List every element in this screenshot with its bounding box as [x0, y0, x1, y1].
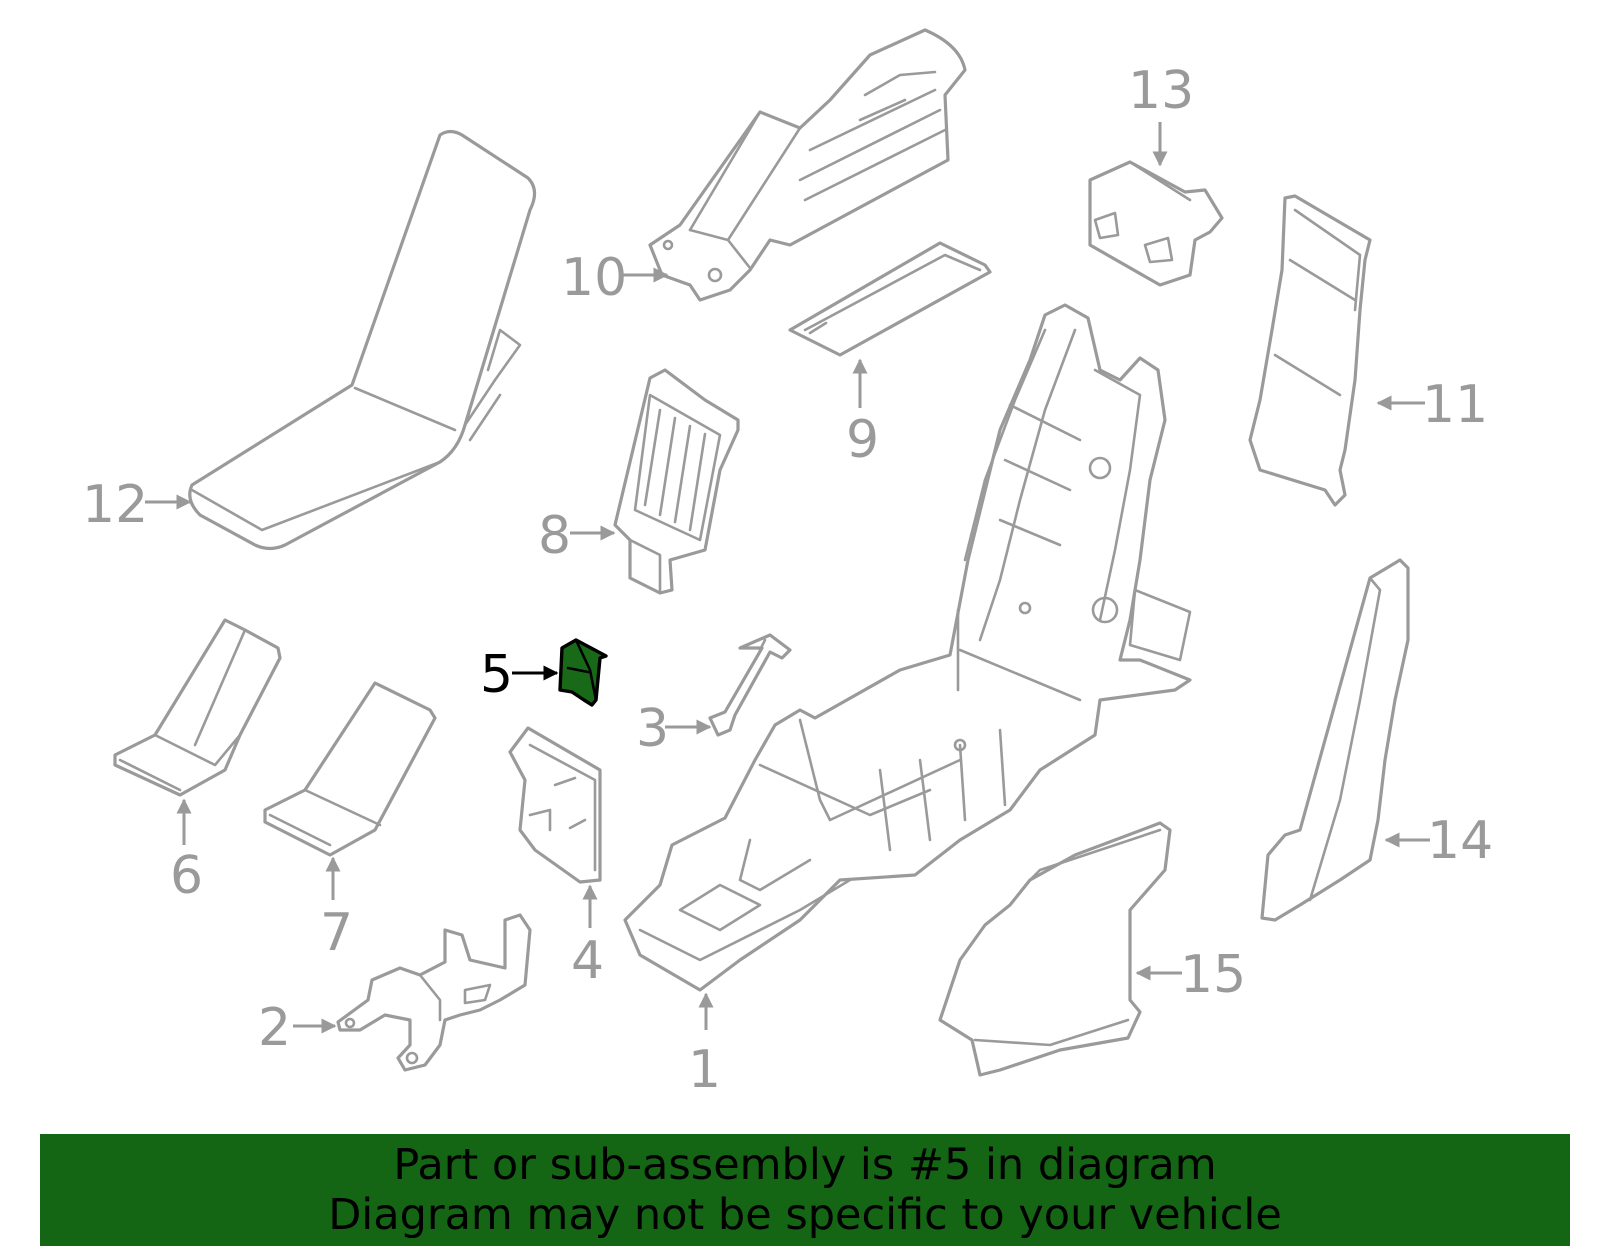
callout-4: 4	[571, 931, 604, 991]
part-11-side-panel	[1248, 194, 1372, 507]
callout-13: 13	[1128, 61, 1194, 121]
part-1-center-console	[623, 303, 1192, 992]
callout-12: 12	[82, 475, 148, 535]
callout-11: 11	[1422, 375, 1488, 435]
part-4-bracket-cover	[508, 726, 602, 884]
info-banner: Part or sub-assembly is #5 in diagram Di…	[40, 1134, 1570, 1246]
callout-3: 3	[636, 699, 669, 759]
callout-2: 2	[258, 998, 291, 1058]
part-14-trim-strip	[1260, 558, 1410, 922]
callout-10: 10	[561, 248, 627, 308]
callout-1: 1	[688, 1040, 721, 1100]
part-15-side-cover	[938, 821, 1172, 1077]
callout-8: 8	[538, 506, 571, 566]
part-9-tray-mat	[788, 241, 992, 357]
callout-9: 9	[846, 410, 879, 470]
parts-diagram: 1 2 3 4 5 6 7 8 9 10 11 12 13 14 15	[82, 28, 1493, 1100]
part-5-highlighted	[558, 638, 608, 707]
part-6-bin-liner	[113, 618, 282, 797]
callout-7: 7	[320, 903, 353, 963]
leader-lines	[145, 122, 1430, 1034]
part-12-armrest-pad	[188, 129, 537, 551]
part-2-mounting-bracket	[336, 913, 532, 1072]
part-8-vent-grille	[613, 368, 740, 595]
banner-line-2: Diagram may not be specific to your vehi…	[328, 1190, 1282, 1240]
callout-5: 5	[480, 645, 513, 705]
part-7-liner	[263, 681, 437, 857]
callout-15: 15	[1180, 945, 1246, 1005]
part-13-switch-bracket	[1088, 160, 1224, 287]
callout-numbers: 1 2 3 4 5 6 7 8 9 10 11 12 13 14 15	[82, 61, 1493, 1100]
callout-6: 6	[170, 846, 203, 906]
part-3-fastener-pin	[708, 633, 792, 737]
part-10-armrest-hinge	[648, 28, 967, 302]
banner-line-1: Part or sub-assembly is #5 in diagram	[393, 1140, 1217, 1190]
callout-14: 14	[1427, 811, 1493, 871]
